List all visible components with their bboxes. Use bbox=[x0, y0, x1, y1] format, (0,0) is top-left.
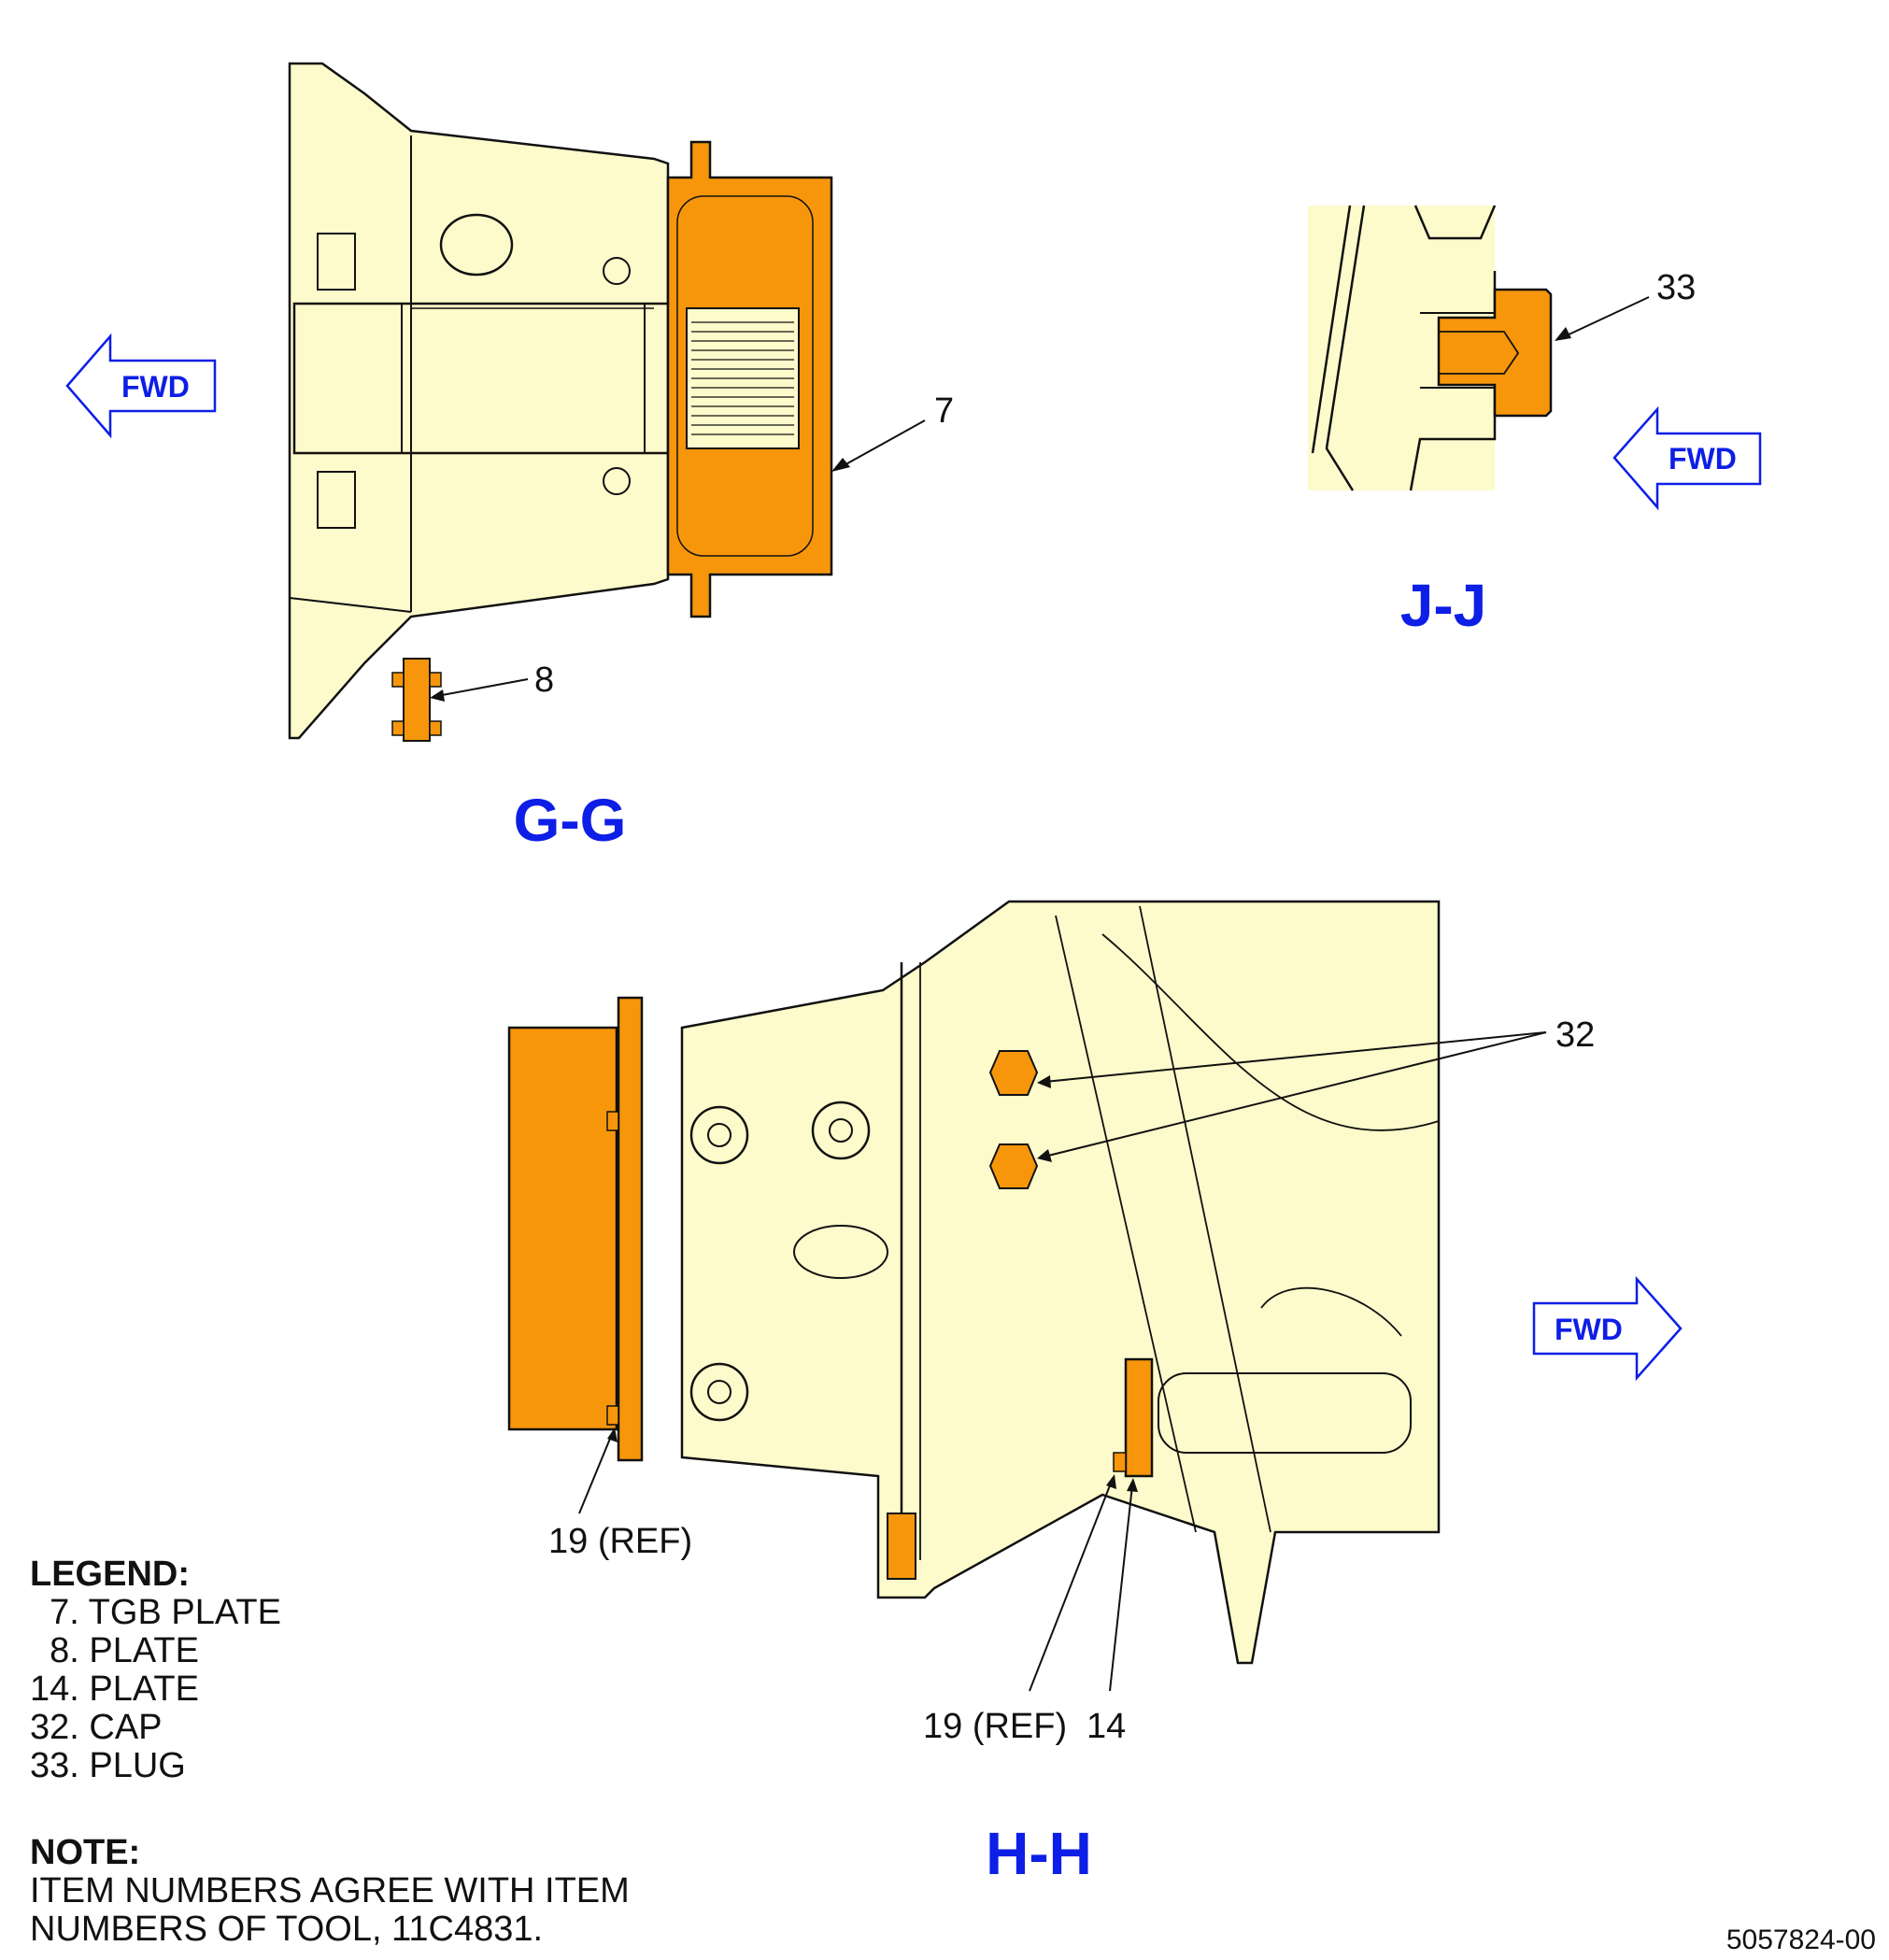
hh-plate-19 bbox=[617, 996, 644, 1462]
svg-text:FWD: FWD bbox=[1669, 442, 1737, 476]
hh-lower-plate bbox=[887, 1513, 916, 1580]
gg-boss bbox=[439, 213, 514, 277]
hh-boss-2 bbox=[811, 1101, 871, 1160]
legend-item: 14. PLATE bbox=[30, 1669, 199, 1709]
legend-item: 33. PLUG bbox=[30, 1746, 186, 1785]
view-g-g: 7 8 FWD G-G bbox=[65, 62, 954, 854]
note: NOTE: ITEM NUMBERS AGREE WITH ITEM NUMBE… bbox=[30, 1834, 630, 1949]
callout-19-ref-lower: 19 (REF) bbox=[923, 1707, 1067, 1746]
callout-14: 14 bbox=[1087, 1707, 1126, 1746]
gg-shaft bbox=[292, 302, 670, 455]
legend-item: 8. PLATE bbox=[30, 1631, 199, 1670]
callout-7: 7 bbox=[934, 391, 954, 431]
hh-boss-3 bbox=[689, 1362, 749, 1422]
legend-heading: LEGEND: bbox=[30, 1555, 190, 1594]
document-number: 5057824-00 bbox=[1726, 1924, 1876, 1955]
hh-view-title: H-H bbox=[986, 1820, 1092, 1887]
hh-adapter bbox=[507, 1026, 618, 1431]
hh-fwd-arrow: FWD bbox=[1532, 1275, 1683, 1382]
callout-19-ref-left: 19 (REF) bbox=[548, 1522, 692, 1561]
gg-plate-8 bbox=[403, 658, 431, 742]
note-line: ITEM NUMBERS AGREE WITH ITEM bbox=[30, 1871, 630, 1910]
note-line: NUMBERS OF TOOL, 11C4831. bbox=[30, 1910, 544, 1949]
hh-cap-32b bbox=[988, 1143, 1039, 1189]
hh-housing bbox=[680, 900, 1441, 1665]
hh-plate-14 bbox=[1124, 1357, 1154, 1478]
svg-text:FWD: FWD bbox=[121, 370, 190, 404]
callout-32: 32 bbox=[1555, 1016, 1595, 1055]
gg-fwd-arrow: FWD bbox=[65, 333, 217, 439]
view-j-j: 33 FWD J-J bbox=[1308, 205, 1762, 639]
svg-text:FWD: FWD bbox=[1555, 1313, 1623, 1346]
callout-33: 33 bbox=[1656, 268, 1696, 307]
jj-view-title: J-J bbox=[1400, 572, 1487, 639]
gg-view-title: G-G bbox=[514, 787, 627, 854]
jj-fwd-arrow: FWD bbox=[1612, 405, 1762, 511]
callout-8: 8 bbox=[534, 660, 554, 700]
note-heading: NOTE: bbox=[30, 1833, 141, 1872]
legend-item: 32. CAP bbox=[30, 1708, 163, 1747]
view-h-h: 32 19 (REF) 19 (REF) 14 FWD H-H bbox=[507, 900, 1683, 1887]
hh-cap-32a bbox=[988, 1050, 1039, 1096]
jj-plug-33 bbox=[1437, 288, 1553, 418]
legend: LEGEND: 7. TGB PLATE 8. PLATE 14. PLATE … bbox=[30, 1555, 281, 1785]
hh-boss-1 bbox=[689, 1105, 749, 1165]
legend-item: 7. TGB PLATE bbox=[30, 1593, 281, 1632]
